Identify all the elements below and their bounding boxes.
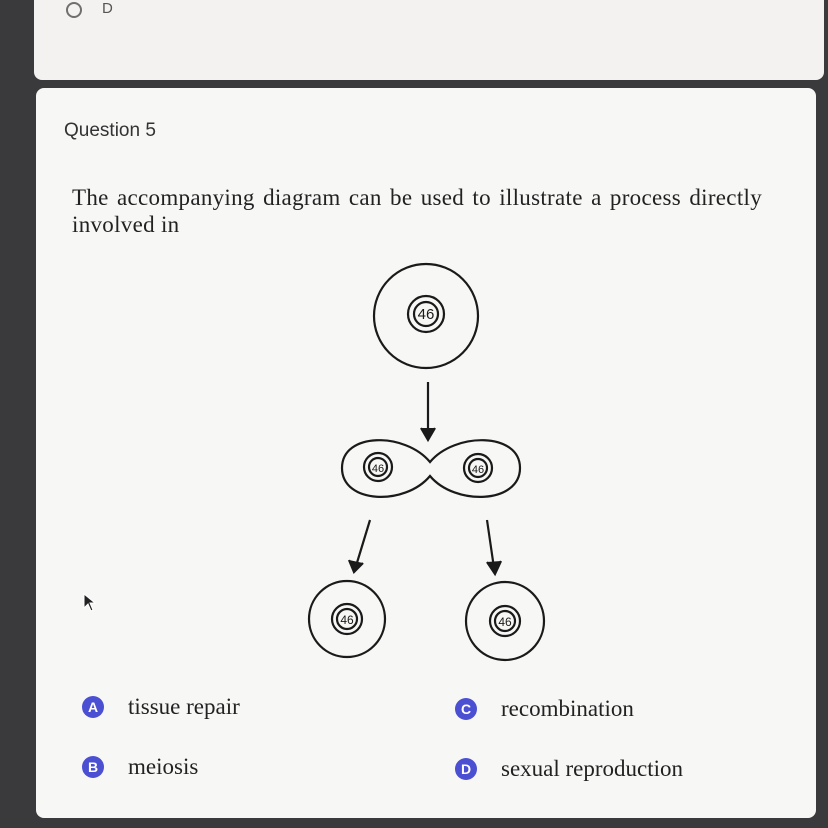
parent-nucleus — [406, 294, 446, 334]
choice-d[interactable]: D sexual reproduction — [455, 756, 683, 782]
choice-b[interactable]: B meiosis — [82, 754, 198, 780]
option-d-label: D — [102, 0, 113, 17]
choice-b-badge: B — [82, 756, 104, 778]
dividing-right-count: 46 — [472, 464, 484, 476]
choice-c-badge: C — [455, 698, 477, 720]
daughter-left-count: 46 — [340, 613, 354, 627]
question-number: Question 5 — [64, 120, 156, 141]
daughter-left-membrane — [307, 579, 387, 659]
choice-d-text: sexual reproduction — [501, 756, 684, 781]
previous-question-card — [34, 0, 824, 80]
daughter-right-nucleus — [488, 604, 522, 638]
arrow-left-head — [347, 559, 364, 574]
dividing-left-nucleus — [362, 451, 394, 483]
option-d-radio[interactable] — [66, 2, 82, 18]
parent-nucleus-inner — [412, 300, 440, 328]
choice-c-text: recombination — [501, 696, 634, 721]
arrow-right-head — [486, 560, 502, 577]
choice-d-badge: D — [455, 758, 477, 780]
mouse-pointer-icon — [83, 593, 97, 612]
choice-a[interactable]: A tissue repair — [82, 694, 240, 720]
daughter-left-nucleus — [330, 602, 364, 636]
question-stem: The accompanying diagram can be used to … — [72, 185, 762, 237]
arrow-right — [485, 519, 496, 569]
dividing-left-count: 46 — [372, 463, 384, 475]
question-card — [36, 88, 816, 818]
choice-c[interactable]: C recombination — [455, 696, 634, 722]
daughter-right-count: 46 — [498, 615, 512, 629]
choice-b-text: meiosis — [128, 754, 199, 779]
choice-a-text: tissue repair — [128, 694, 240, 719]
daughter-right-membrane — [464, 580, 546, 662]
dividing-right-nucleus — [462, 452, 494, 484]
arrow-left — [354, 519, 372, 567]
parent-cell-membrane — [372, 262, 480, 370]
dividing-cell-membrane — [340, 439, 522, 498]
arrow-down-head — [420, 427, 436, 443]
parent-chromosome-count: 46 — [418, 306, 435, 323]
choice-a-badge: A — [82, 696, 104, 718]
